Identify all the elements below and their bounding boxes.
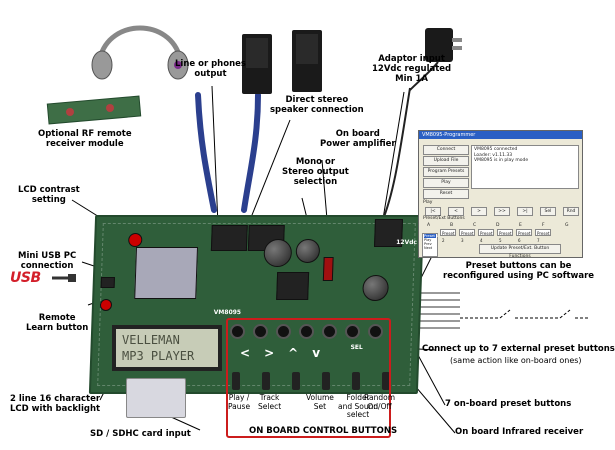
lcd-line-1: VELLEMAN — [122, 333, 180, 347]
label-lcd-contrast: LCD contrast setting — [18, 185, 80, 205]
lcd-display: VELLEMAN MP3 PLAYER — [112, 325, 222, 371]
label-preset-reconfig: Preset buttons can be reconfigured using… — [443, 261, 595, 281]
update-preset-button[interactable]: Update Preset/Ext. Button Functions — [479, 244, 561, 259]
preset-letter-g: G — [565, 223, 569, 228]
control-button-5[interactable] — [352, 372, 360, 390]
preset-letter-a: A — [427, 223, 431, 228]
preset-button-5[interactable] — [322, 324, 337, 339]
play-btn-ff[interactable]: >> — [494, 207, 510, 216]
speakers-icon — [242, 30, 322, 94]
ctl-label-play-pause: Play / Pause — [228, 393, 251, 411]
mini-usb-port — [100, 277, 115, 288]
preset-letter-b: B — [450, 223, 454, 228]
main-chip — [276, 272, 310, 300]
control-button-3[interactable] — [292, 372, 300, 390]
preset-select-d[interactable]: Preset 4 — [478, 229, 494, 243]
preset-section-label: Preset/Ext Buttons — [423, 216, 465, 221]
label-line-out: Line or phones output — [175, 59, 246, 79]
preset-select-e[interactable]: Preset 5 — [497, 229, 513, 243]
label-onboard-control: ON BOARD CONTROL BUTTONS — [249, 426, 398, 436]
play-btn-next[interactable]: > — [471, 207, 487, 216]
usb-logo: USB — [10, 270, 41, 286]
preset-button-3[interactable] — [276, 324, 291, 339]
onboard-controls-box — [226, 318, 391, 438]
label-infrared: On board Infrared receiver — [455, 427, 584, 437]
control-button-1[interactable] — [232, 372, 240, 390]
preset-letter-c: C — [473, 223, 477, 228]
label-mini-usb: Mini USB PC connection — [18, 251, 77, 271]
list-item[interactable]: Next — [424, 246, 433, 250]
control-button-2[interactable] — [262, 372, 270, 390]
preset-button-4[interactable] — [299, 324, 314, 339]
label-rf-remote: Optional RF remote receiver module — [38, 129, 132, 149]
usb-plug-icon — [52, 274, 76, 282]
ctl-label-track: Track Select — [258, 393, 282, 411]
pc-window-title: VM8095-Programmer — [419, 131, 582, 139]
pc-software-window: VM8095-Programmer Connect Upload File Pr… — [418, 130, 583, 259]
log-line-3: VM8095 is in play mode — [474, 158, 529, 163]
preset-buttons-row — [230, 324, 383, 339]
lcd-line-2: MP3 PLAYER — [122, 349, 195, 363]
preset-select-f[interactable]: Preset 6 — [516, 229, 532, 243]
play-btn-last[interactable]: >| — [517, 207, 533, 216]
label-sd-card: SD / SDHC card input — [90, 429, 191, 439]
control-button-4[interactable] — [322, 372, 330, 390]
headphones-icon — [91, 25, 189, 80]
board-model-text: VM8095 — [213, 309, 242, 316]
rf-module-icon — [46, 95, 142, 125]
arrow-up-icon: ^ — [288, 346, 299, 360]
board-volt-text: 12Vdc — [396, 239, 418, 246]
label-mono-stereo: Mono or Stereo output selection — [282, 157, 349, 187]
log-line-1: VM8095 connected — [474, 147, 518, 152]
preset-select-c[interactable]: Preset 3 — [459, 229, 475, 243]
arrow-right-icon: > — [264, 346, 275, 360]
label-adaptor: Adaptor input 12Vdc regulated Min 1A — [372, 54, 452, 84]
ctl-label-folder: Folder and Sound select — [338, 393, 379, 420]
list-item[interactable]: Preset 1 — [424, 234, 439, 238]
connect-button[interactable]: Connect — [423, 145, 469, 155]
audio-jack-left — [210, 225, 248, 251]
play-btn-first[interactable]: |< — [425, 207, 441, 216]
play-btn-sel[interactable]: Sel — [540, 207, 556, 216]
preset-select-g[interactable]: Preset 7 — [535, 229, 551, 243]
sd-card-icon — [126, 378, 186, 418]
play-section-label: Play — [423, 200, 433, 205]
control-buttons-row — [232, 372, 390, 390]
label-onboard-preset: 7 on-board preset buttons — [445, 399, 572, 409]
upload-file-button[interactable]: Upload File — [423, 156, 469, 166]
preset-button-1[interactable] — [230, 324, 245, 339]
preset-button-6[interactable] — [345, 324, 360, 339]
label-onboard-amp: On board Power amplifier — [320, 129, 396, 149]
ctl-label-volume: Volume Set — [306, 393, 334, 411]
play-btn-rnd[interactable]: Rnd — [563, 207, 579, 216]
play-btn-prev[interactable]: < — [448, 207, 464, 216]
log-line-2: Loader: v1.11.33 — [474, 152, 513, 158]
arrow-down-icon: v — [312, 346, 321, 360]
label-direct-speaker: Direct stereo speaker connection — [270, 95, 364, 115]
arrow-left-icon: < — [240, 346, 251, 360]
list-item[interactable]: Prev — [424, 242, 432, 246]
ctl-label-random: Random On/Off — [364, 393, 396, 411]
preset-button-7[interactable] — [368, 324, 383, 339]
reset-button[interactable]: Reset — [423, 189, 469, 199]
label-connect-external-sub: (same action like on-board ones) — [450, 356, 582, 365]
program-presets-button[interactable]: Program Presets — [423, 167, 469, 177]
preset-letter-f: F — [542, 223, 545, 228]
play-button[interactable]: Play — [423, 178, 469, 188]
preset-letter-e: E — [519, 223, 522, 228]
label-connect-external: Connect up to 7 external preset buttons — [422, 344, 615, 354]
control-button-6[interactable] — [382, 372, 390, 390]
ribbon-cable — [134, 247, 199, 299]
preset-button-2[interactable] — [253, 324, 268, 339]
preset-letter-d: D — [496, 223, 500, 228]
power-adaptor-icon — [409, 28, 462, 91]
label-lcd-desc: 2 line 16 character LCD with backlight — [10, 394, 101, 414]
preset-dropdown-list[interactable]: Preset 1 Play Prev Next — [422, 233, 438, 257]
amplifier-chip — [322, 257, 334, 281]
pc-log-box: VM8095 connected Loader: v1.11.33 VM8095… — [471, 145, 579, 189]
list-item[interactable]: Play — [424, 238, 432, 242]
arrow-markings: < > ^ v — [240, 346, 320, 360]
label-remote-learn: Remote Learn button — [26, 313, 89, 333]
preset-select-b[interactable]: Preset 2 — [440, 229, 456, 243]
